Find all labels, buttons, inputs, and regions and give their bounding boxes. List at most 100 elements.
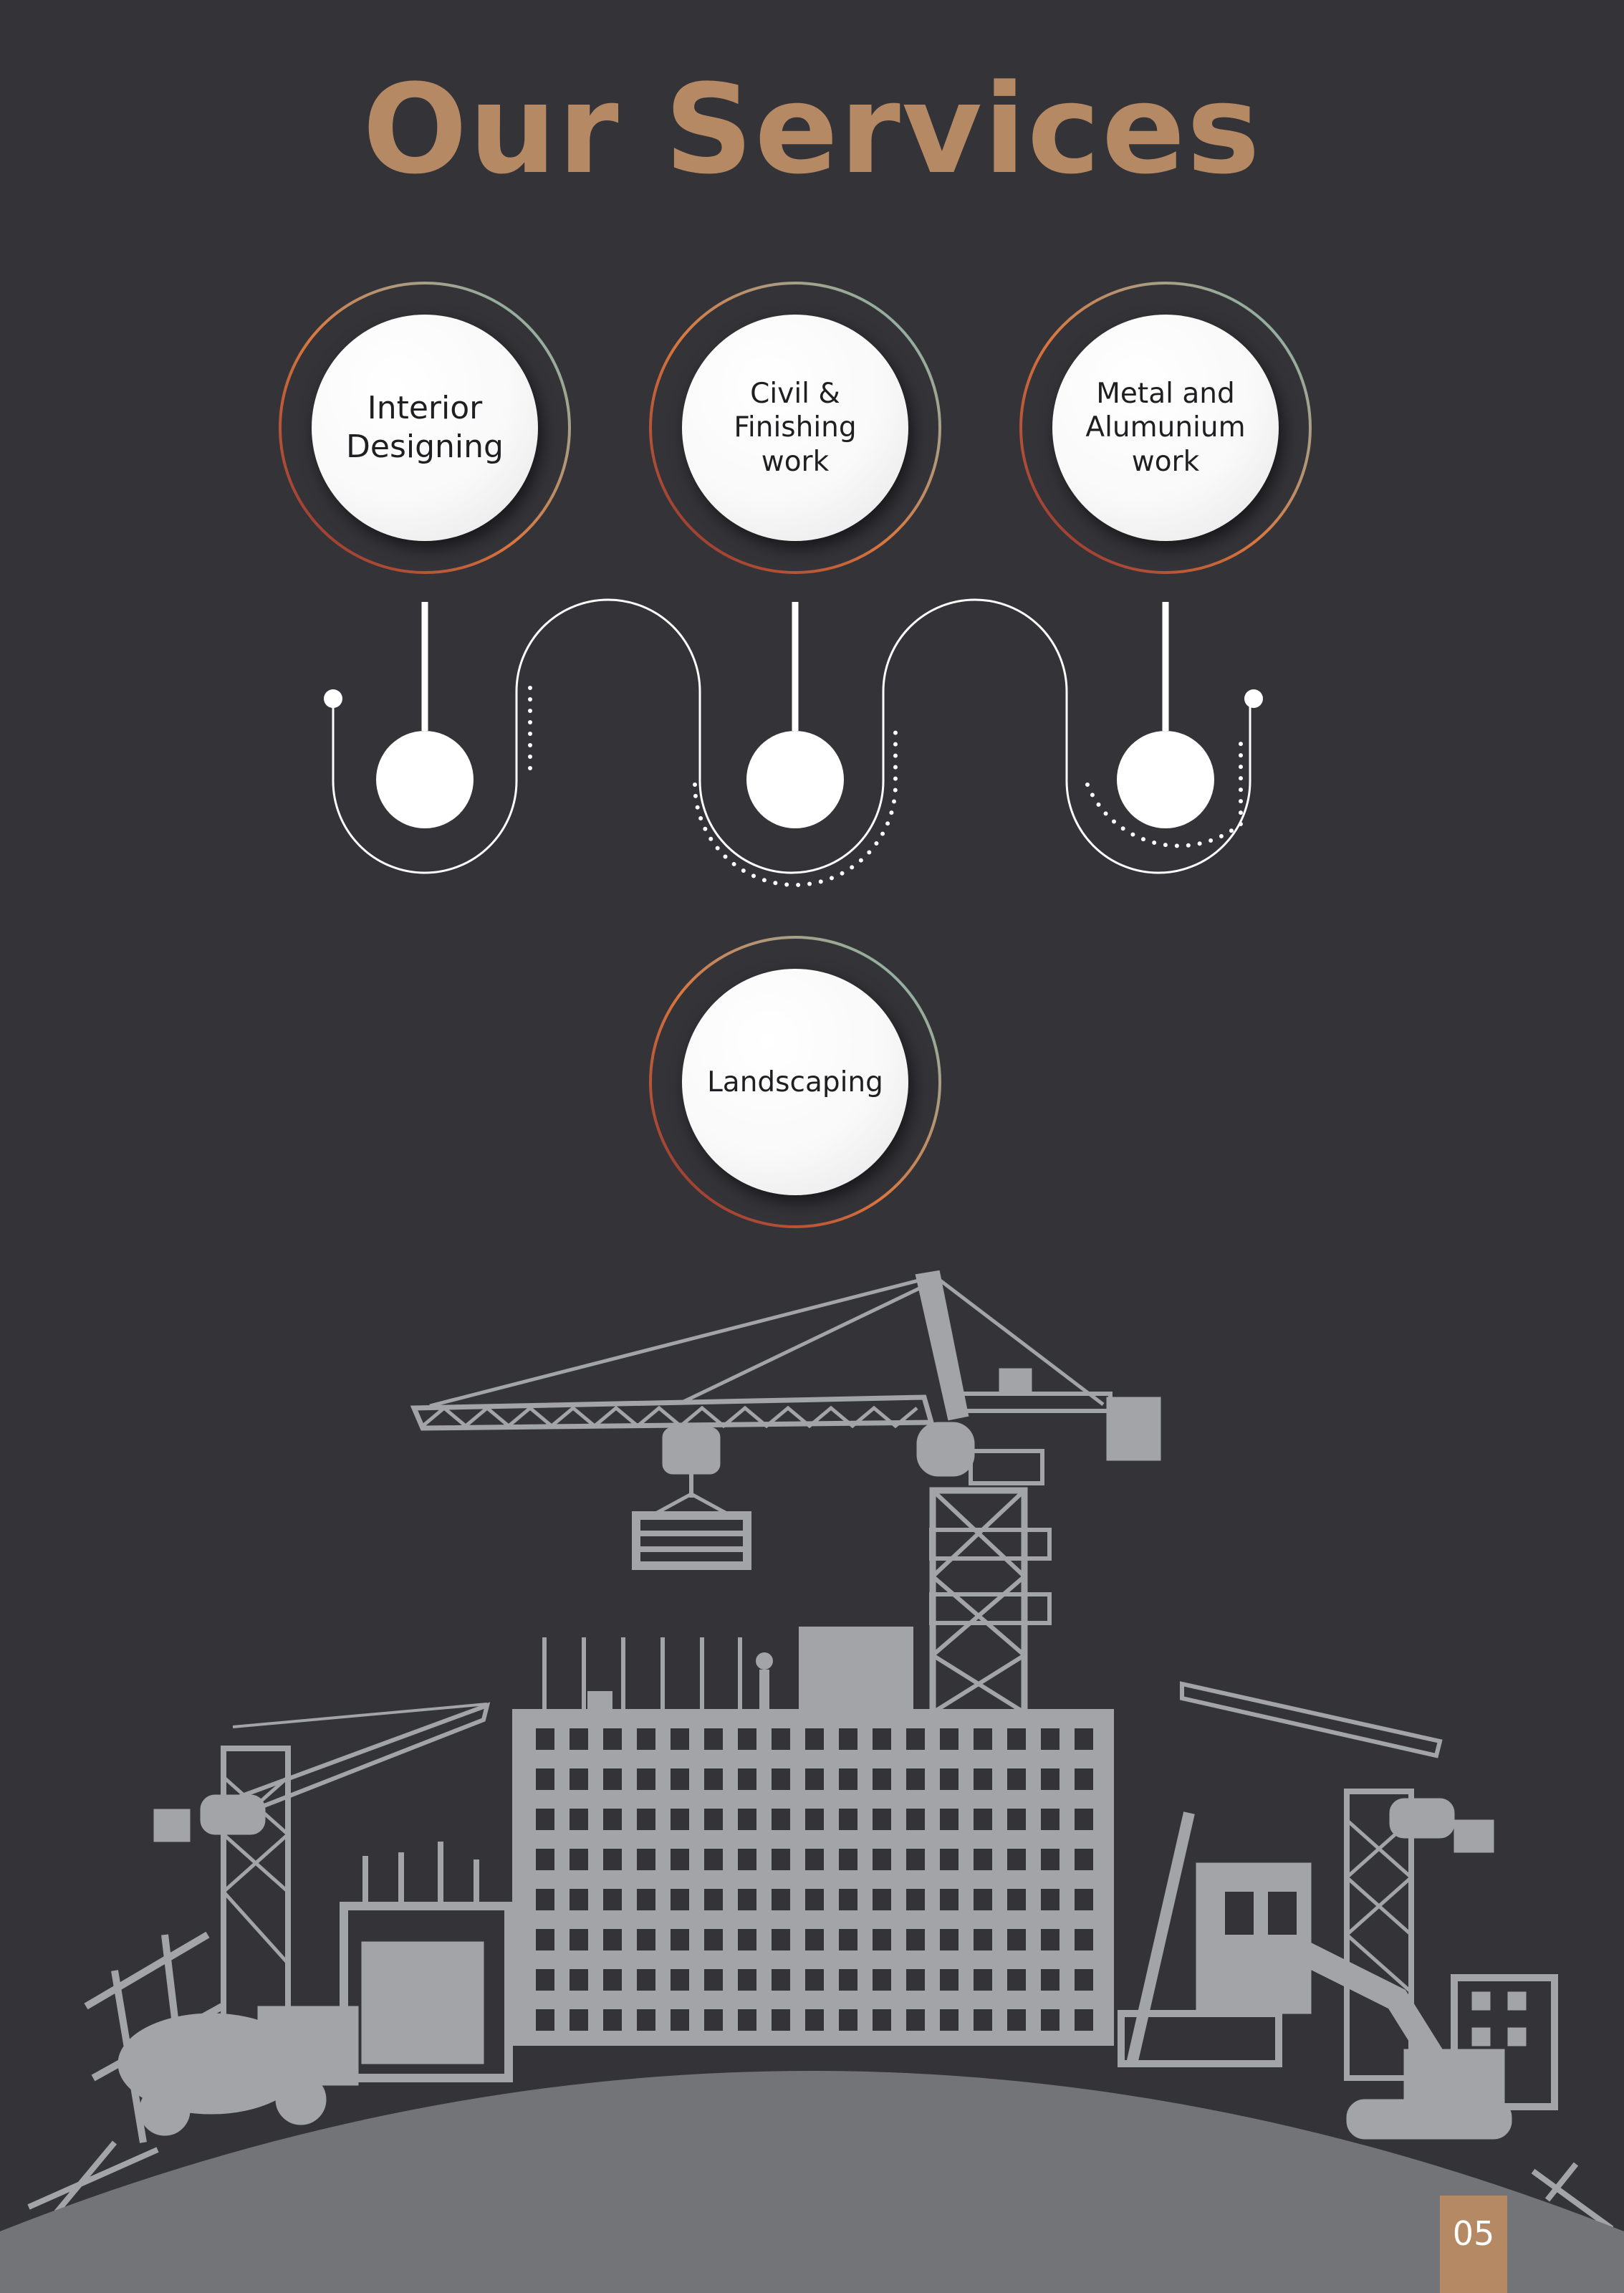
building-window	[1075, 1889, 1093, 1910]
building-window	[873, 1969, 891, 1991]
building-window	[536, 1889, 554, 1910]
building-window	[974, 1768, 992, 1790]
building-window	[940, 1849, 958, 1870]
building-window	[570, 1969, 588, 1991]
building-window	[603, 1969, 622, 1991]
building-window	[603, 1809, 622, 1830]
service-label: Landscaping	[707, 1066, 883, 1098]
building-window	[839, 1849, 857, 1870]
building-window	[536, 1969, 554, 1991]
ring-2	[649, 282, 941, 574]
building-window	[637, 1969, 655, 1991]
winding-path	[332, 598, 1251, 874]
building-window	[738, 1768, 756, 1790]
building-window	[1041, 1809, 1060, 1830]
building-window	[704, 1889, 723, 1910]
building-window	[603, 1768, 622, 1790]
building-window	[570, 2009, 588, 2031]
building-window	[637, 1768, 655, 1790]
building-window	[1075, 1849, 1093, 1870]
path-start-dot	[324, 689, 342, 708]
building-window	[704, 1929, 723, 1950]
building-window	[671, 1768, 689, 1790]
building-window	[805, 2009, 824, 2031]
building-window	[637, 1809, 655, 1830]
service-label: Civil & Finishing work	[734, 377, 857, 478]
building-window	[873, 1809, 891, 1830]
node-2	[746, 731, 844, 828]
building-window	[805, 1728, 824, 1750]
building-window	[1041, 1929, 1060, 1950]
building-window	[772, 1768, 790, 1790]
node-3	[1117, 731, 1214, 828]
building-window	[671, 2009, 689, 2031]
service-interior-designing: Interior Designing	[312, 315, 538, 541]
building-window	[704, 1768, 723, 1790]
building-window	[940, 2009, 958, 2031]
building-window	[671, 1889, 689, 1910]
page-number-tab	[1440, 2196, 1507, 2293]
building-window	[1007, 1929, 1026, 1950]
building-window	[738, 1728, 756, 1750]
building-window	[1041, 1969, 1060, 1991]
building-window	[772, 1969, 790, 1991]
building-window	[603, 2009, 622, 2031]
building-window	[906, 1849, 925, 1870]
building-window	[536, 1768, 554, 1790]
building-window	[940, 1889, 958, 1910]
building-window	[637, 1728, 655, 1750]
building-window	[906, 1969, 925, 1991]
building-window	[1007, 1889, 1026, 1910]
building-window	[704, 1809, 723, 1830]
building-window	[603, 1728, 622, 1750]
ring-4	[649, 936, 941, 1228]
ground-curve	[0, 2071, 1624, 2293]
building-window	[839, 1889, 857, 1910]
building-window	[1075, 1728, 1093, 1750]
building-window	[772, 1849, 790, 1870]
building-window	[772, 1929, 790, 1950]
building-window	[570, 1889, 588, 1910]
building-window	[704, 1969, 723, 1991]
building-window	[671, 1728, 689, 1750]
building-window	[772, 2009, 790, 2031]
building-window	[974, 1849, 992, 1870]
building-window	[873, 1889, 891, 1910]
building-window	[906, 1889, 925, 1910]
building-window	[805, 1929, 824, 1950]
building-window	[704, 1728, 723, 1750]
building-window	[974, 1728, 992, 1750]
building-window	[603, 1929, 622, 1950]
building-window	[839, 1809, 857, 1830]
building-window	[704, 1849, 723, 1870]
building-window	[637, 1929, 655, 1950]
building-window	[738, 2009, 756, 2031]
building-window	[1007, 1728, 1026, 1750]
building-window	[805, 1969, 824, 1991]
building-window	[570, 1768, 588, 1790]
building-window	[1007, 1969, 1026, 1991]
building-window	[974, 1929, 992, 1950]
building-window	[974, 1809, 992, 1830]
service-label: Metal and Alumunium work	[1085, 377, 1246, 478]
building-window	[1041, 2009, 1060, 2031]
building-window	[839, 1929, 857, 1950]
building-window	[738, 1849, 756, 1870]
page-title: Our Services	[362, 57, 1262, 201]
building-window	[738, 1929, 756, 1950]
building-window	[940, 1728, 958, 1750]
building-window	[570, 1929, 588, 1950]
building-window	[839, 1768, 857, 1790]
ring-3	[1019, 282, 1312, 574]
building-window	[839, 1969, 857, 1991]
building-window	[873, 1849, 891, 1870]
building-window	[873, 1728, 891, 1750]
building-window	[671, 1929, 689, 1950]
ring-1	[279, 282, 571, 574]
building-windows	[536, 1728, 1093, 2031]
building-window	[603, 1889, 622, 1910]
building-window	[805, 1809, 824, 1830]
